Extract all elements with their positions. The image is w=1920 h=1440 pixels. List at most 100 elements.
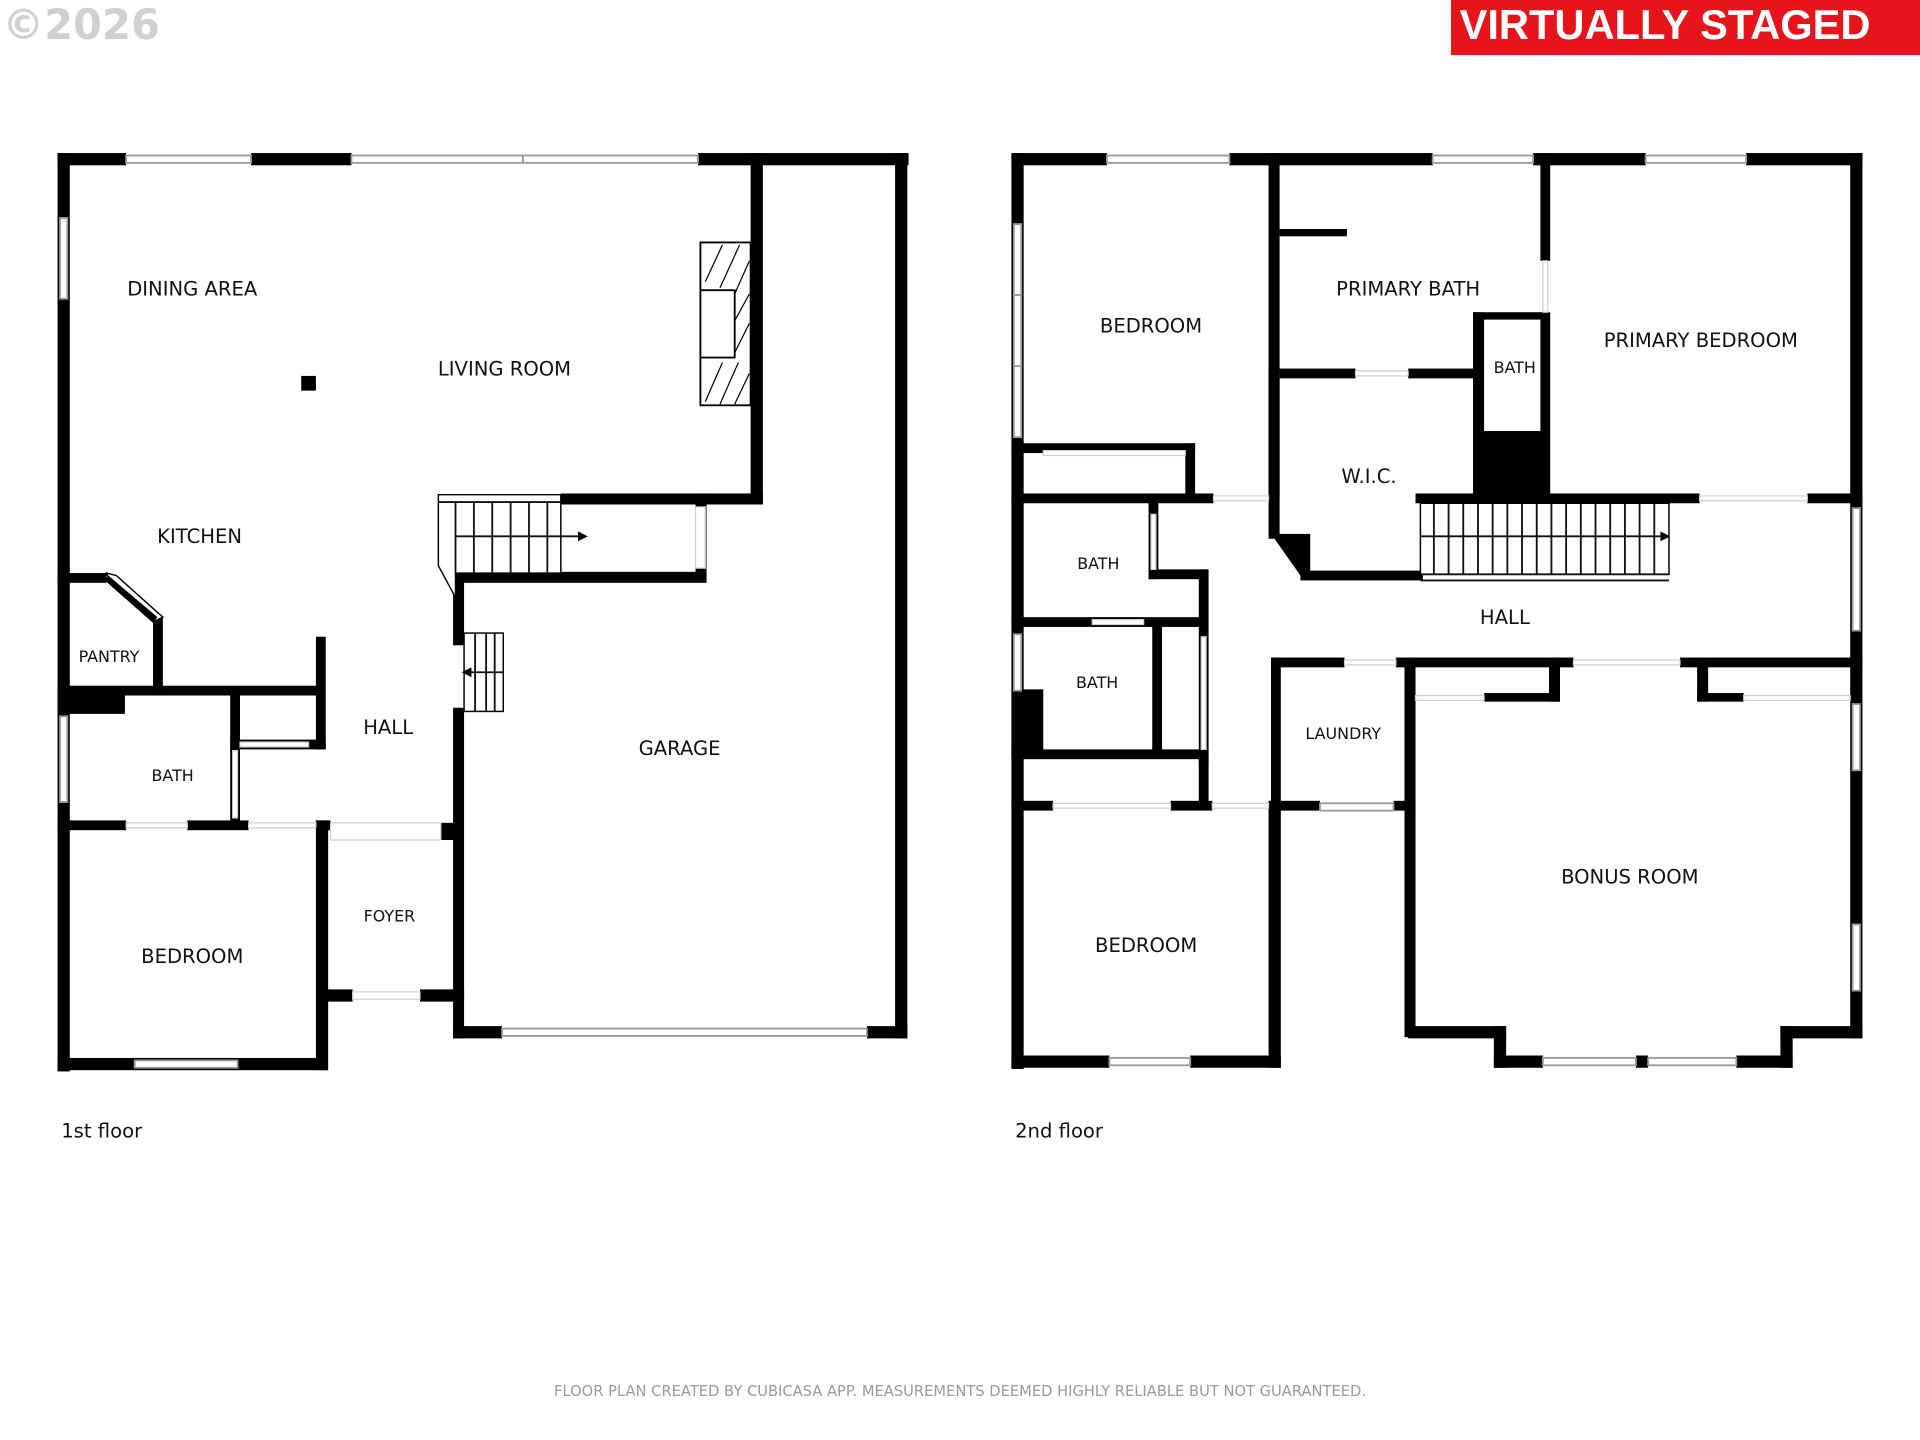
wall xyxy=(153,617,163,696)
room-label-bath: BATH xyxy=(152,766,194,785)
window xyxy=(1541,1057,1637,1067)
wall xyxy=(57,573,107,583)
wall xyxy=(1493,1055,1543,1068)
closet-door xyxy=(1042,450,1186,457)
wall xyxy=(1393,800,1416,811)
room-label-bath-small: BATH xyxy=(1494,358,1536,377)
wall xyxy=(1540,153,1551,261)
window xyxy=(1106,154,1231,164)
wall xyxy=(1271,533,1311,576)
wall xyxy=(560,493,763,505)
door-opening xyxy=(1091,618,1145,626)
wall xyxy=(697,153,909,166)
pantry-door-wall xyxy=(104,575,158,622)
room-label-wic: W.I.C. xyxy=(1341,465,1396,488)
garage-steps xyxy=(461,632,504,713)
wall xyxy=(453,1026,503,1039)
room-label-bath-2: BATH xyxy=(1076,673,1118,692)
column xyxy=(301,375,316,391)
window xyxy=(1012,294,1023,368)
wall xyxy=(57,685,325,696)
wall xyxy=(453,707,465,1039)
wall xyxy=(1268,153,1280,499)
wall xyxy=(1415,493,1700,504)
room-label-hall: HALL xyxy=(363,716,413,739)
wall xyxy=(1271,657,1345,668)
window xyxy=(133,1059,239,1069)
wall xyxy=(895,153,908,1039)
window xyxy=(1851,923,1861,992)
wall xyxy=(1697,657,1709,702)
wall xyxy=(1807,493,1863,504)
wall xyxy=(187,820,249,831)
wall xyxy=(1548,657,1560,702)
window xyxy=(1012,633,1023,692)
room-label-primary-bath: PRIMARY BATH xyxy=(1336,278,1480,301)
door-opening xyxy=(232,750,239,819)
wall xyxy=(1229,153,1433,166)
door-opening xyxy=(1343,659,1397,666)
wall xyxy=(230,691,240,751)
wall xyxy=(315,820,329,1071)
wall xyxy=(866,1026,908,1039)
wall xyxy=(1279,228,1347,237)
door-opening xyxy=(1542,260,1549,313)
room-label-dining-area: DINING AREA xyxy=(127,278,258,301)
wall xyxy=(1271,657,1281,810)
wall xyxy=(1477,431,1549,500)
wall xyxy=(1473,312,1547,320)
room-label-bath-1: BATH xyxy=(1077,554,1119,573)
wall xyxy=(57,153,70,1072)
second-floor-plan: BEDROOM PRIMARY BATH PRIMARY BEDROOM BAT… xyxy=(1011,153,1863,1143)
footer-disclaimer: FLOOR PLAN CREATED BY CUBICASA APP. MEAS… xyxy=(554,1383,1366,1400)
front-door xyxy=(352,991,421,1000)
first-floor-plan: DINING AREA LIVING ROOM KITCHEN PANTRY H… xyxy=(57,153,909,1143)
fireplace xyxy=(699,241,752,407)
wall xyxy=(1697,693,1744,702)
wall xyxy=(1680,657,1863,668)
wall xyxy=(1279,368,1356,379)
window xyxy=(1644,154,1748,164)
window xyxy=(1851,703,1861,772)
wall xyxy=(440,822,463,840)
wall xyxy=(1190,1055,1281,1068)
room-label-kitchen: KITCHEN xyxy=(157,525,242,548)
door-opening xyxy=(1414,694,1485,702)
room-label-bedroom-sw: BEDROOM xyxy=(1095,934,1197,957)
door-opening xyxy=(1212,495,1270,502)
room-label-garage: GARAGE xyxy=(639,737,721,760)
window xyxy=(59,217,69,300)
stair-first-floor xyxy=(437,493,588,598)
wall xyxy=(251,153,352,166)
copyright-watermark: ©2026 xyxy=(2,0,159,49)
door-opening xyxy=(125,822,188,829)
wall xyxy=(453,571,465,646)
door-opening xyxy=(247,822,317,829)
window xyxy=(501,1027,868,1037)
window xyxy=(350,154,524,164)
wall xyxy=(57,820,127,831)
window xyxy=(59,715,69,803)
room-label-living-room: LIVING ROOM xyxy=(438,357,571,380)
wall xyxy=(1152,624,1163,757)
window xyxy=(125,154,252,164)
wall xyxy=(420,989,465,1002)
window xyxy=(1108,1057,1192,1067)
door-opening xyxy=(1698,495,1808,502)
door-opening xyxy=(1743,694,1851,702)
wall xyxy=(1404,657,1416,1038)
wall xyxy=(1011,689,1044,757)
wall xyxy=(453,571,707,583)
wall xyxy=(1533,153,1646,166)
wall xyxy=(1473,312,1485,499)
badge-background xyxy=(1451,0,1920,56)
window xyxy=(1319,802,1395,812)
wall xyxy=(1185,443,1196,503)
window xyxy=(1012,365,1023,439)
wall xyxy=(1408,1026,1507,1039)
room-label-bedroom-nw: BEDROOM xyxy=(1100,314,1202,337)
wall xyxy=(315,636,326,750)
wall xyxy=(1170,800,1213,811)
wall xyxy=(1011,153,1107,166)
